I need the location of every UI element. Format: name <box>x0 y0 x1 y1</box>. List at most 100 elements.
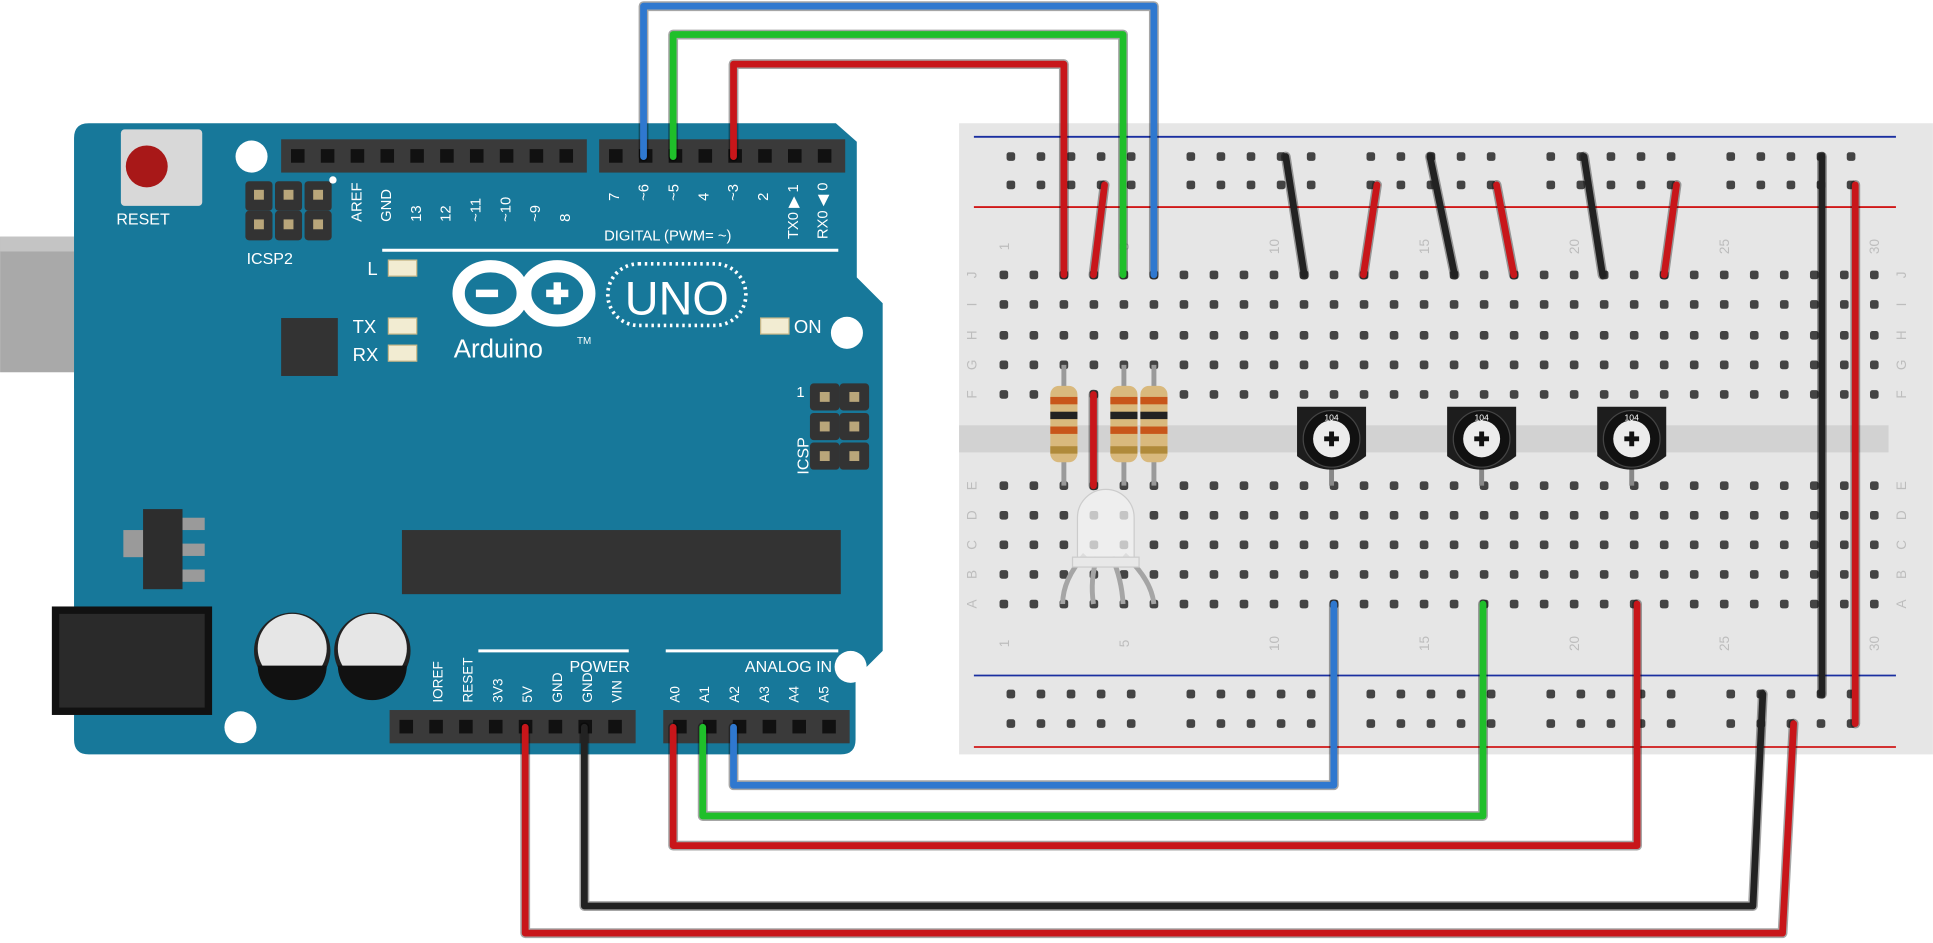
breadboard-hole[interactable] <box>1809 360 1819 370</box>
rail-hole[interactable] <box>1786 180 1796 190</box>
breadboard-hole[interactable] <box>1689 270 1699 280</box>
rail-hole[interactable] <box>1486 180 1496 190</box>
breadboard-hole[interactable] <box>1389 360 1399 370</box>
breadboard-hole[interactable] <box>1089 330 1099 340</box>
rail-hole[interactable] <box>1036 689 1046 699</box>
breadboard-hole[interactable] <box>1749 540 1759 550</box>
rail-hole[interactable] <box>1666 152 1676 161</box>
rail-hole[interactable] <box>1486 719 1496 728</box>
breadboard-hole[interactable] <box>1479 270 1489 280</box>
rail-hole[interactable] <box>1006 152 1016 161</box>
breadboard-hole[interactable] <box>1869 599 1879 609</box>
rail-hole[interactable] <box>1366 689 1376 699</box>
icsp-pin[interactable] <box>819 451 830 462</box>
breadboard-hole[interactable] <box>1239 481 1249 490</box>
breadboard-hole[interactable] <box>1089 300 1099 309</box>
breadboard-hole[interactable] <box>1809 330 1819 340</box>
rail-hole[interactable] <box>1396 180 1406 190</box>
breadboard-hole[interactable] <box>1239 570 1249 579</box>
rail-hole[interactable] <box>1546 152 1556 161</box>
breadboard-hole[interactable] <box>1299 599 1309 609</box>
rail-hole[interactable] <box>1216 152 1226 161</box>
breadboard-hole[interactable] <box>1749 390 1759 399</box>
header-pin[interactable] <box>410 149 424 163</box>
breadboard-hole[interactable] <box>1779 540 1789 550</box>
breadboard-hole[interactable] <box>1719 300 1729 309</box>
breadboard-hole[interactable] <box>1779 570 1789 579</box>
breadboard-hole[interactable] <box>1269 330 1279 340</box>
rail-hole[interactable] <box>1726 689 1736 699</box>
breadboard-hole[interactable] <box>1509 570 1519 579</box>
icsp2-pin[interactable] <box>254 219 264 230</box>
breadboard-hole[interactable] <box>1869 390 1879 399</box>
breadboard-hole[interactable] <box>999 360 1009 370</box>
potentiometer[interactable]: 104 <box>1597 406 1667 486</box>
jumper-red[interactable] <box>1660 181 1680 279</box>
breadboard-hole[interactable] <box>1329 510 1339 520</box>
potentiometer[interactable]: 104 <box>1447 406 1517 486</box>
breadboard-hole[interactable] <box>999 390 1009 399</box>
icsp2-pin[interactable] <box>313 189 324 200</box>
breadboard-hole[interactable] <box>1269 300 1279 309</box>
breadboard-hole[interactable] <box>1869 270 1879 280</box>
jumper-black[interactable] <box>1282 153 1308 279</box>
breadboard-hole[interactable] <box>1839 510 1849 520</box>
wire-green-pin5[interactable] <box>669 31 1127 279</box>
breadboard-hole[interactable] <box>1569 510 1579 520</box>
breadboard-hole[interactable] <box>1419 300 1429 309</box>
breadboard-hole[interactable] <box>1119 330 1129 340</box>
breadboard-hole[interactable] <box>1449 300 1459 309</box>
breadboard-hole[interactable] <box>1239 599 1249 609</box>
icsp-pin[interactable] <box>849 391 860 402</box>
breadboard-hole[interactable] <box>1539 390 1549 399</box>
header-pin[interactable] <box>762 719 777 734</box>
rail-hole[interactable] <box>1096 689 1106 699</box>
rail-hole[interactable] <box>1426 719 1436 728</box>
header-pin[interactable] <box>792 719 807 734</box>
breadboard-hole[interactable] <box>1029 390 1039 399</box>
rail-hole[interactable] <box>1216 689 1226 699</box>
breadboard-hole[interactable] <box>1389 390 1399 399</box>
rail-hole[interactable] <box>1126 180 1136 190</box>
wire-black-gnd[interactable] <box>580 690 1767 910</box>
breadboard-hole[interactable] <box>1719 270 1729 280</box>
breadboard-hole[interactable] <box>1149 300 1159 309</box>
breadboard-hole[interactable] <box>1299 540 1309 550</box>
breadboard-hole[interactable] <box>1179 330 1189 340</box>
wire-green-a1[interactable] <box>699 600 1487 820</box>
header-pin[interactable] <box>459 719 473 734</box>
breadboard-hole[interactable] <box>1509 599 1519 609</box>
breadboard-hole[interactable] <box>1389 330 1399 340</box>
breadboard-hole[interactable] <box>1419 270 1429 280</box>
breadboard-hole[interactable] <box>999 540 1009 550</box>
breadboard-hole[interactable] <box>999 330 1009 340</box>
breadboard-hole[interactable] <box>1209 510 1219 520</box>
breadboard-hole[interactable] <box>1839 570 1849 579</box>
breadboard-hole[interactable] <box>1839 540 1849 550</box>
rail-hole[interactable] <box>1066 689 1076 699</box>
breadboard-hole[interactable] <box>1869 481 1879 490</box>
header-pin[interactable] <box>350 149 365 163</box>
breadboard-hole[interactable] <box>1839 270 1849 280</box>
rail-hole[interactable] <box>1186 180 1196 190</box>
breadboard-hole[interactable] <box>1689 300 1699 309</box>
breadboard-hole[interactable] <box>1029 330 1039 340</box>
breadboard-hole[interactable] <box>1329 270 1339 280</box>
breadboard-hole[interactable] <box>1449 481 1459 490</box>
breadboard-hole[interactable] <box>1389 570 1399 579</box>
rail-hole[interactable] <box>1636 152 1646 161</box>
breadboard-hole[interactable] <box>999 300 1009 309</box>
breadboard-hole[interactable] <box>1569 300 1579 309</box>
rail-hole[interactable] <box>1246 180 1256 190</box>
breadboard-hole[interactable] <box>1509 540 1519 550</box>
breadboard-hole[interactable] <box>1479 540 1489 550</box>
breadboard-hole[interactable] <box>1059 540 1069 550</box>
breadboard-hole[interactable] <box>1029 599 1039 609</box>
breadboard-hole[interactable] <box>1569 360 1579 370</box>
breadboard-hole[interactable] <box>1089 360 1099 370</box>
breadboard-hole[interactable] <box>1689 390 1699 399</box>
rail-hole[interactable] <box>1366 152 1376 161</box>
rail-hole[interactable] <box>1606 152 1616 161</box>
breadboard-hole[interactable] <box>1029 570 1039 579</box>
rail-hole[interactable] <box>1276 180 1286 190</box>
